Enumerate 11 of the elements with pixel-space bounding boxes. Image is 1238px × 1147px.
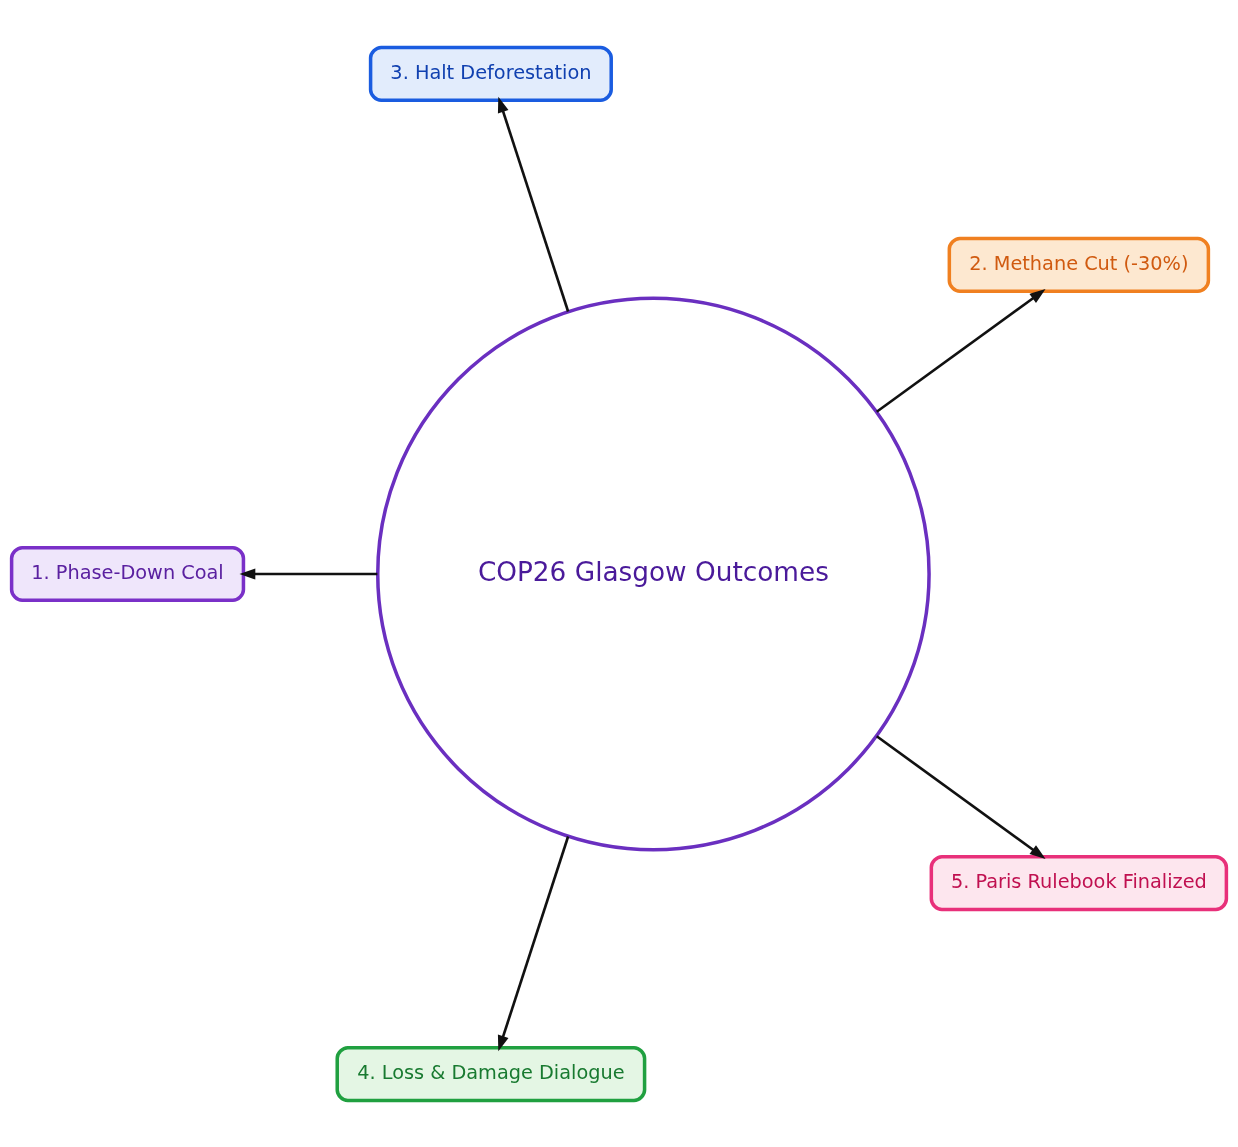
node-box: 4. Loss & Damage Dialogue	[335, 1045, 647, 1102]
node-box: 5. Paris Rulebook Finalized	[929, 854, 1229, 911]
arrow	[875, 288, 1046, 413]
node-box: 3. Halt Deforestation	[368, 45, 613, 102]
arrow	[497, 835, 570, 1051]
arrow	[497, 96, 570, 312]
arrow	[875, 734, 1046, 859]
node-box: 1. Phase-Down Coal	[9, 545, 246, 602]
node-circle: COP26 Glasgow Outcomes	[376, 296, 931, 851]
arrow	[239, 567, 378, 580]
node-box: 2. Methane Cut (-30%)	[947, 236, 1211, 293]
